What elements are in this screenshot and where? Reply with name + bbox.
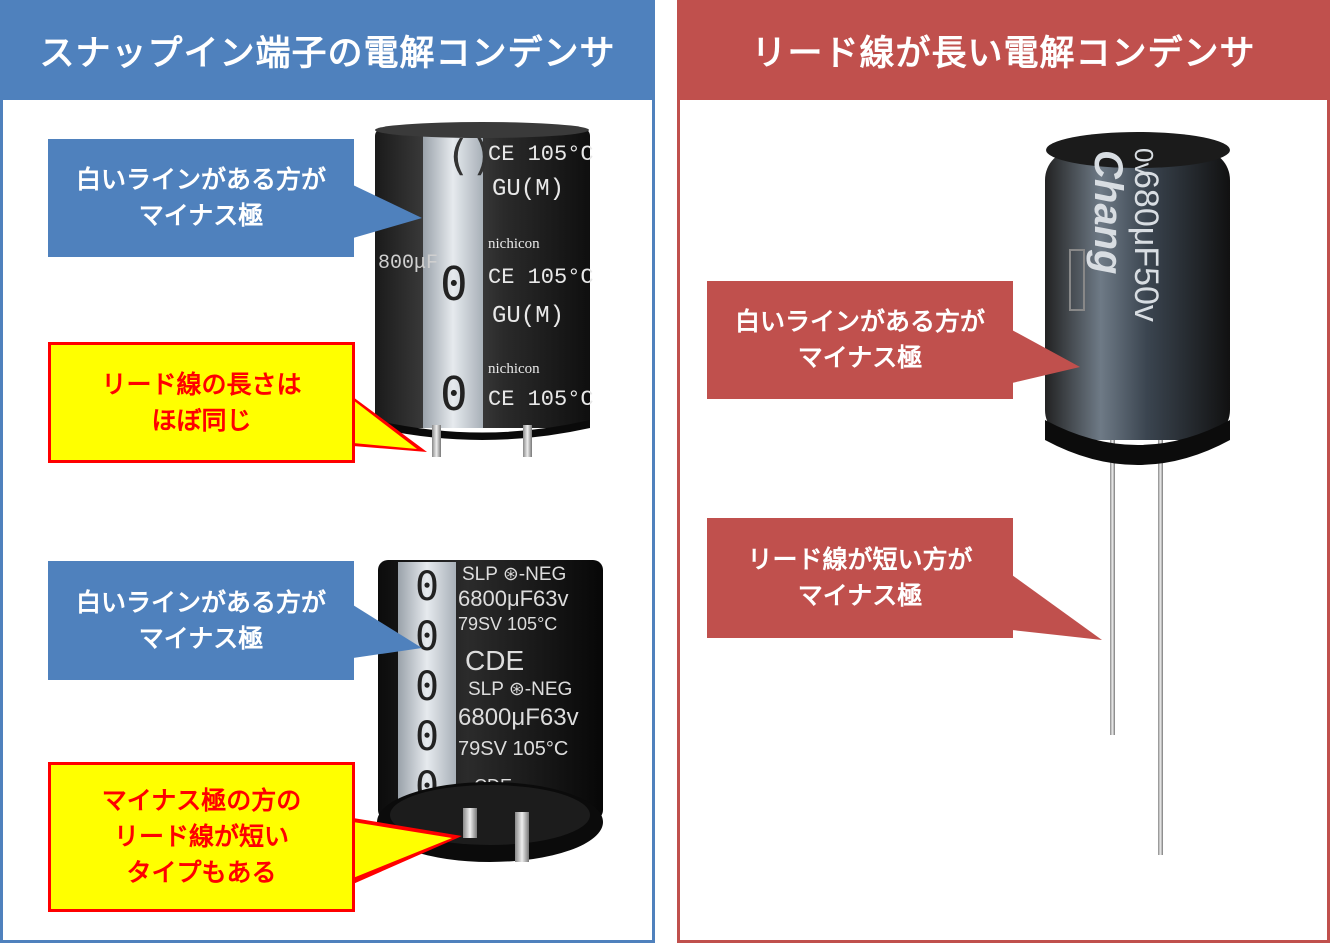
- svg-text:0: 0: [440, 257, 468, 311]
- cap-marking: GU(M): [492, 303, 564, 330]
- cap-marking: GU(M): [492, 176, 564, 203]
- callout-tail: [1012, 330, 1080, 383]
- svg-text:0: 0: [415, 714, 439, 760]
- snap-in-capacitor-bottom: 0 0 0 0 0 SLP ⊛-NEG 6800μF63v 79SV 105°C…: [377, 560, 603, 862]
- callout-white-line-bottom: 白いラインがある方が マイナス極: [48, 561, 354, 680]
- long-lead-panel-title: リード線が長い電解コンデンサ: [677, 0, 1330, 100]
- svg-text:0: 0: [415, 614, 439, 660]
- callout-lead-length-same: リード線の長さは ほぼ同じ: [48, 342, 355, 463]
- svg-text:0: 0: [415, 664, 439, 710]
- cap-marking: CE 105°C: [488, 265, 594, 290]
- callout-white-line-top: 白いラインがある方が マイナス極: [48, 139, 354, 257]
- snap-in-panel-title: スナップイン端子の電解コンデンサ: [0, 0, 655, 100]
- snap-in-capacitor-top: () 0 0 CE 105°C GU(M) nichicon CE 105°C …: [375, 122, 594, 457]
- long-lead-panel: リード線が長い電解コンデンサ: [677, 0, 1330, 943]
- cap-brand: Chang: [1086, 150, 1130, 274]
- radial-capacitor: Chang 680μF50v 0v: [1045, 132, 1230, 855]
- cap-marking: 79SV 105°C: [458, 738, 568, 760]
- cap-brand: nichicon: [488, 361, 540, 377]
- cap-marking: SLP ⊛-NEG: [462, 564, 566, 585]
- cap-brand: CDE: [465, 645, 524, 676]
- cap-brand: nichicon: [488, 236, 540, 252]
- callout-tail: [353, 400, 417, 449]
- cap-marking: SLP ⊛-NEG: [468, 679, 572, 700]
- svg-text:0: 0: [440, 367, 468, 421]
- callout-tail: [353, 822, 452, 878]
- cap-rating: 680μF50v: [1127, 170, 1165, 322]
- snap-in-panel: スナップイン端子の電解コンデンサ: [0, 0, 655, 943]
- cap-marking: 6800μF63v: [458, 586, 569, 611]
- cap-rating-side: 0v: [1129, 148, 1159, 175]
- svg-text:0: 0: [415, 564, 439, 610]
- callout-white-line-right: 白いラインがある方が マイナス極: [707, 281, 1013, 399]
- callout-tail: [1012, 575, 1102, 640]
- callout-short-lead-type: マイナス極の方の リード線が短い タイプもある: [48, 762, 355, 912]
- cap-capacitance: 800μF: [378, 252, 438, 275]
- svg-text:(): (): [445, 131, 496, 180]
- cap-marking: CE 105°C: [488, 387, 594, 412]
- cap-marking: 6800μF63v: [458, 704, 579, 731]
- cap-marking: CE 105°C: [488, 142, 594, 167]
- callout-tail: [353, 185, 422, 238]
- callout-short-lead-right: リード線が短い方が マイナス極: [707, 518, 1013, 638]
- cap-marking: 79SV 105°C: [458, 614, 557, 634]
- callout-tail: [353, 605, 422, 658]
